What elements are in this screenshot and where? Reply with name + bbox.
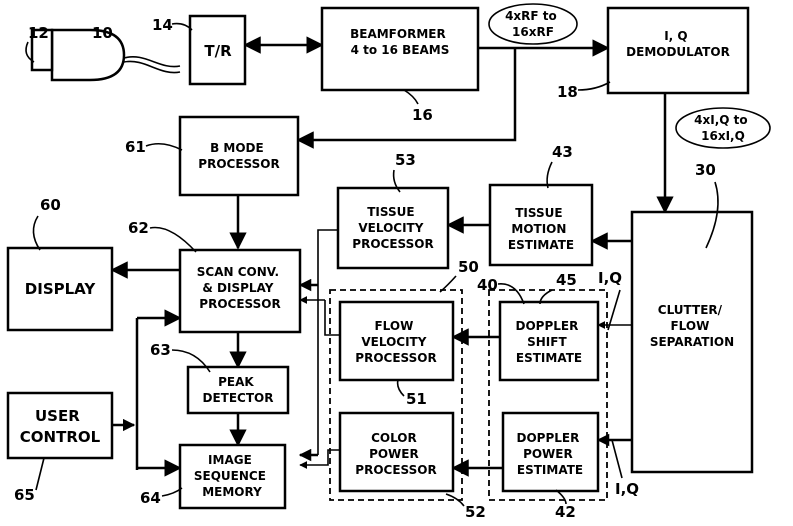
peak-detector-block — [188, 367, 288, 413]
iq-rate-note: 4xI,Q to 16xI,Q — [694, 113, 752, 143]
ref-65: 65 — [14, 486, 35, 504]
tr-label: T/R — [204, 42, 232, 60]
iq-upper-label: I,Q — [598, 269, 622, 287]
ref-61: 61 — [125, 138, 146, 156]
iq-lower-label: I,Q — [615, 480, 639, 498]
ref-60: 60 — [40, 196, 61, 214]
ref-42: 42 — [555, 503, 576, 521]
ref-51: 51 — [406, 390, 427, 408]
ref-12: 12 — [28, 24, 49, 42]
ref-14: 14 — [152, 16, 173, 34]
doppler-power-label: DOPPLER POWER ESTIMATE — [516, 431, 583, 477]
ref-45: 45 — [556, 271, 577, 289]
user-control-block — [8, 393, 112, 458]
ref-18: 18 — [557, 83, 578, 101]
ref-63: 63 — [150, 341, 171, 359]
ref-16: 16 — [412, 106, 433, 124]
scan-conv-label: SCAN CONV. & DISPLAY PROCESSOR — [197, 265, 284, 311]
display-label: DISPLAY — [25, 280, 97, 298]
ref-43: 43 — [552, 143, 573, 161]
bmode-processor-block — [180, 117, 298, 195]
ref-50: 50 — [458, 258, 479, 276]
ref-40: 40 — [477, 276, 498, 294]
ref-62: 62 — [128, 219, 149, 237]
ref-53: 53 — [395, 151, 416, 169]
ref-10: 10 — [92, 24, 113, 42]
rf-rate-note: 4xRF to 16xRF — [505, 9, 561, 39]
ref-64: 64 — [140, 489, 161, 507]
tissue-motion-label: TISSUE MOTION ESTIMATE — [508, 206, 574, 252]
ref-30: 30 — [695, 161, 716, 179]
ref-52: 52 — [465, 503, 486, 521]
